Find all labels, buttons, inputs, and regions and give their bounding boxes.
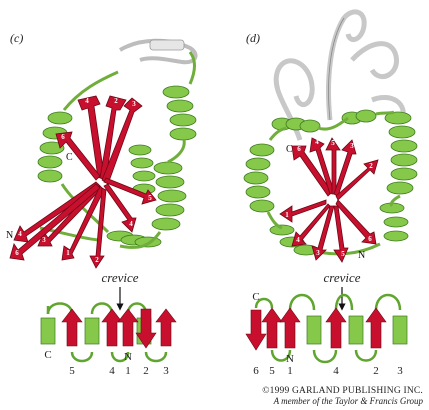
topology-strand-1: [117, 308, 139, 347]
topology-label: 4: [109, 365, 115, 377]
crevice-label-d: crevice: [323, 270, 360, 285]
panel-c-structure: C N: [6, 38, 198, 269]
panel-d-label: (d): [246, 31, 260, 45]
helix-right-lower: [151, 161, 187, 231]
topology-strand-2: [135, 308, 157, 349]
strand-number: 2: [369, 162, 373, 170]
beta-strands: [9, 95, 157, 269]
strand-number: 3: [316, 249, 320, 257]
topology-strand-1: [279, 307, 301, 349]
gray-loop-block: [149, 39, 185, 51]
panel-d: (d): [243, 9, 418, 377]
topology-label: 5: [69, 365, 75, 377]
strand-number: 4: [18, 230, 22, 238]
topology-helix: [348, 315, 364, 345]
topology-label: 1: [125, 365, 131, 377]
beta-strands: [279, 137, 379, 263]
topology-label: 6: [253, 365, 259, 377]
strand-number: 6: [61, 133, 65, 141]
strand-number: 4: [129, 220, 133, 228]
publisher-member-line: A member of the Taylor & Francis Group: [273, 396, 423, 406]
topology-label: 3: [163, 365, 169, 377]
strand-number-labels: 4 2 3 6 5 4 1 2 3 4 6 6 4 5 3 2 1 4 3 5 …: [15, 97, 373, 264]
n-terminus-label: N: [358, 250, 365, 261]
helix-left: [37, 111, 73, 183]
topology-label: 1: [287, 365, 293, 377]
strand-number: 4: [296, 236, 300, 244]
topology-label-c-term: C: [252, 291, 259, 303]
topology-label: 4: [333, 365, 339, 377]
helix-bottom-right: [379, 202, 409, 242]
strand-number: 6: [368, 235, 372, 243]
strand-number: 5: [331, 139, 335, 147]
panel-c: (c): [6, 31, 198, 377]
topology-label: 5: [269, 365, 275, 377]
strand-number: 1: [66, 249, 70, 257]
copyright-credit: ©1999 GARLAND PUBLISHING INC. A member o…: [262, 386, 423, 406]
topology-helix: [84, 317, 100, 345]
green-loop: [266, 110, 401, 256]
topology-label-n-term: N: [286, 353, 294, 365]
strand-number: 4: [315, 138, 319, 146]
helix-middle: [128, 144, 156, 195]
topology-label-c-term: C: [44, 349, 51, 361]
gray-loop-outline: [328, 17, 345, 121]
topology-strand-3: [155, 308, 177, 347]
topology-strand-6: [245, 309, 267, 351]
topology-helix: [40, 317, 56, 345]
helix-right: [384, 111, 418, 195]
topology-label: 2: [373, 365, 379, 377]
strand-number: 3: [350, 142, 354, 150]
topology-c: crevice C 5 4 N 1 2 3: [40, 270, 177, 377]
helix-left: [243, 143, 275, 213]
topology-label: 2: [143, 365, 149, 377]
helix-top: [271, 109, 377, 133]
strand-number: 6: [297, 145, 301, 153]
strand-number: 2: [95, 256, 99, 264]
n-terminus-label: N: [6, 230, 13, 241]
topology-strand-4: [325, 307, 347, 349]
gray-loop: [350, 41, 406, 121]
strand-number: 4: [85, 97, 89, 105]
gray-loop: [326, 9, 367, 121]
topology-strand-2: [365, 307, 387, 349]
topology-label: 3: [397, 365, 403, 377]
topology-strand-5: [61, 308, 83, 347]
topology-loops-d: [254, 293, 402, 364]
c-terminus-label: C: [286, 144, 293, 155]
strand-number: 3: [132, 100, 136, 108]
helix-right-upper: [162, 85, 197, 141]
strand-number: 5: [148, 194, 152, 202]
topology-strand-5: [261, 307, 283, 349]
topology-d: crevice C 6 5 N 1 4 2 3: [245, 270, 408, 377]
strand-number: 5: [341, 250, 345, 258]
gray-loop: [273, 58, 315, 141]
topology-helix: [306, 315, 322, 345]
topology-label-n-term: N: [124, 351, 132, 363]
strand-number: 3: [42, 236, 46, 244]
c-terminus-label: C: [66, 152, 73, 163]
panel-d-structure: C N: [243, 9, 418, 263]
topology-helix: [392, 315, 408, 345]
panel-c-label: (c): [10, 31, 23, 45]
copyright-line: ©1999 GARLAND PUBLISHING INC.: [262, 386, 423, 396]
strand-number: 1: [285, 211, 289, 219]
strand-number: 2: [114, 97, 118, 105]
topology-loops-c: [46, 302, 168, 363]
strand-number: 6: [15, 249, 19, 257]
crevice-label-c: crevice: [101, 270, 138, 285]
topology-strand-4: [101, 308, 123, 347]
